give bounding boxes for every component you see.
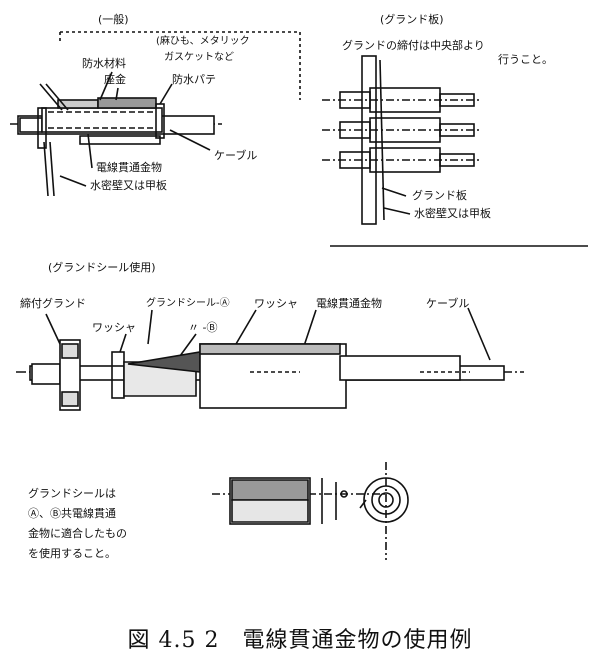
label-gland-plate: グランド板 bbox=[412, 189, 467, 202]
label-bulkhead-general: 水密壁又は甲板 bbox=[90, 179, 167, 192]
title-gland-seal: (グランドシール使用) bbox=[48, 261, 156, 274]
label-washer-left: ワッシャ bbox=[92, 321, 136, 334]
label-material-note-2: ガスケットなど bbox=[164, 52, 234, 63]
label-material-note-1: (麻ひも、メタリック bbox=[156, 36, 250, 47]
label-waterproof-material: 防水材料 bbox=[82, 57, 126, 70]
label-gland-seal-a: グランドシール-Ⓐ bbox=[146, 298, 230, 309]
bottom-note-line-2: Ⓐ、Ⓑ共電線貫通 bbox=[28, 507, 116, 520]
diagram-detail bbox=[212, 462, 409, 560]
bottom-note-line-4: を使用すること。 bbox=[28, 547, 116, 560]
bottom-note-line-3: 金物に適合したもの bbox=[28, 527, 127, 540]
label-bulkhead-plate: 水密壁又は甲板 bbox=[414, 207, 491, 220]
label-washer-top: ワッシャ bbox=[254, 297, 298, 310]
label-penetration-fitting: 電線貫通金物 bbox=[96, 161, 162, 174]
label-seal-b: 〃 -Ⓑ bbox=[188, 321, 218, 334]
diagram-general bbox=[10, 31, 301, 197]
label-metal-plate: 座金 bbox=[104, 73, 126, 86]
label-cable-general: ケーブル bbox=[214, 149, 258, 162]
bottom-note-line-1: グランドシールは bbox=[28, 487, 116, 500]
diagram-gland-plate bbox=[322, 55, 588, 247]
label-cable-seal: ケーブル bbox=[426, 297, 470, 310]
bottom-note: グランドシールは Ⓐ、Ⓑ共電線貫通 金物に適合したもの を使用すること。 bbox=[28, 484, 127, 564]
gland-note-2: 行うこと。 bbox=[498, 53, 553, 66]
diagram-gland-seal bbox=[16, 307, 524, 411]
label-tightening-gland: 締付グランド bbox=[20, 297, 86, 310]
gland-note-1: グランドの締付は中央部より bbox=[342, 39, 485, 52]
title-gland-plate: (グランド板) bbox=[380, 13, 444, 26]
title-general: (一般) bbox=[98, 13, 129, 26]
label-waterproof-putty: 防水パテ bbox=[172, 73, 216, 86]
figure-caption: 図 4.5 2 電線貫通金物の使用例 bbox=[127, 628, 473, 653]
label-fitting: 電線貫通金物 bbox=[316, 297, 382, 310]
